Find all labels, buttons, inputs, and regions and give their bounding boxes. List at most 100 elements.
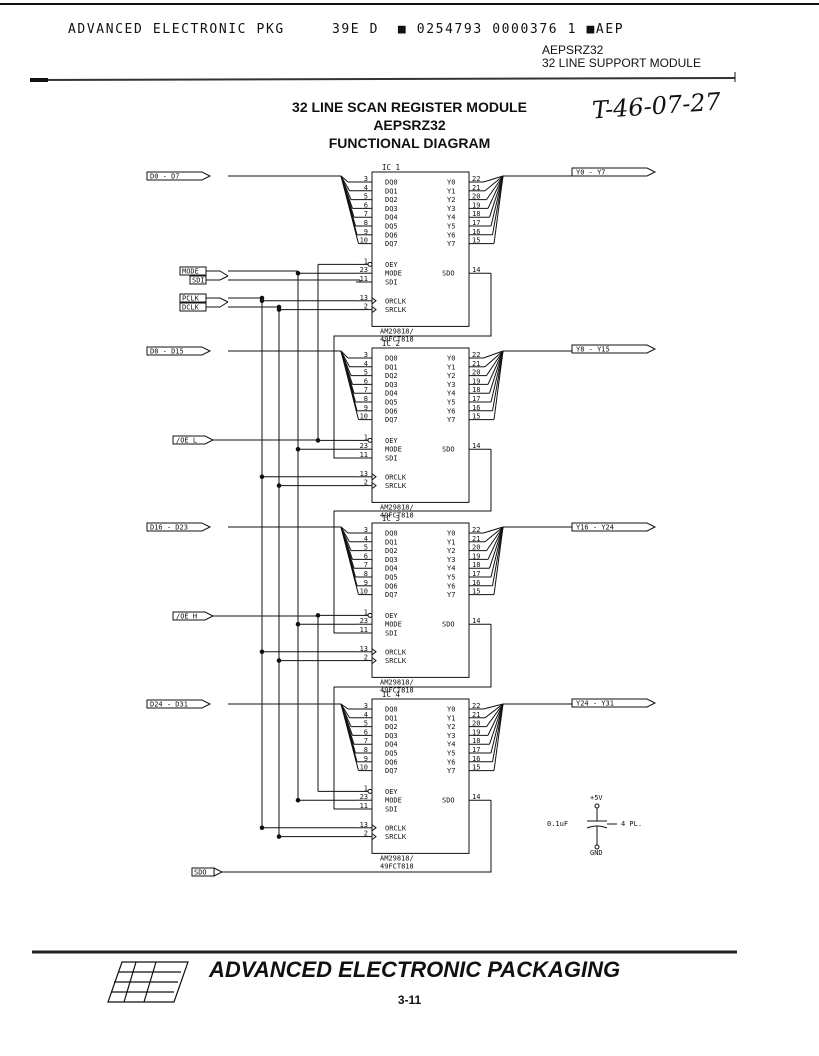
output-y24-y31-label: Y24 - Y31	[576, 700, 614, 708]
pin-num: 2	[364, 303, 368, 311]
pin-num: 9	[364, 579, 368, 587]
header-rule-mark	[30, 78, 48, 82]
pin-num: 13	[360, 645, 368, 653]
bus-fan	[340, 175, 359, 244]
pin-dq0: DQ0	[385, 706, 398, 714]
pin-dq1: DQ1	[385, 714, 398, 722]
pin-num: 6	[364, 728, 368, 736]
clk-edge	[371, 824, 377, 832]
pin-y3: Y3	[447, 556, 455, 564]
input-pclk-label: PCLK	[182, 295, 200, 303]
bus-fan	[484, 175, 504, 192]
pin-srclk: SRCLK	[385, 482, 407, 490]
bus-fan	[484, 703, 504, 719]
pin-y2: Y2	[447, 547, 455, 555]
pin-orclk: ORCLK	[385, 297, 407, 305]
pin-dq1: DQ1	[385, 363, 398, 371]
cap-qty: 4 PL.	[621, 820, 642, 828]
pin-num: 1	[364, 784, 368, 792]
input-d8-d15-label: D8 - D15	[150, 348, 184, 356]
ic-name: IC 2	[382, 339, 400, 348]
pin-dq6: DQ6	[385, 231, 398, 239]
pin-dq5: DQ5	[385, 574, 398, 582]
pin-sdi: SDI	[385, 279, 398, 287]
junction-dot	[315, 438, 321, 443]
pin-num: 3	[364, 526, 368, 534]
pin-num: 5	[364, 544, 368, 552]
pin-y4: Y4	[447, 390, 455, 398]
pin-num: 18	[472, 386, 480, 394]
bus-fan	[484, 526, 504, 543]
pin-num: 18	[472, 210, 480, 218]
pin-oey: OEY	[385, 612, 398, 620]
pin-num: 21	[472, 360, 480, 368]
pin-dq2: DQ2	[385, 372, 398, 380]
pin-num: 19	[472, 728, 480, 736]
input-d0-d7-label: D0 - D7	[150, 173, 180, 181]
bus-fan	[486, 350, 504, 376]
input-oe-h-connector	[172, 611, 215, 621]
pin-num: 20	[472, 193, 480, 201]
pin-sdi: SDI	[385, 455, 398, 463]
bus-fan	[487, 703, 504, 736]
pin-num: 11	[360, 451, 368, 459]
pin-dq7: DQ7	[385, 416, 398, 424]
pin-num: 3	[364, 351, 368, 359]
pin-num: 1	[364, 433, 368, 441]
pin-num: 13	[360, 294, 368, 302]
pin-sdi: SDI	[385, 806, 398, 814]
ic-body	[371, 698, 470, 854]
pin-dq1: DQ1	[385, 187, 398, 195]
bus-fan	[490, 703, 504, 754]
input-d0-d7-connector	[146, 171, 212, 181]
input-mode-box	[179, 266, 207, 276]
sdo-arrow	[213, 867, 224, 877]
pin-y2: Y2	[447, 372, 455, 380]
pin-num: 13	[360, 821, 368, 829]
doc-id: AEPSRZ32	[542, 43, 604, 57]
pin-y6: Y6	[447, 582, 455, 590]
header-rule	[29, 77, 736, 81]
pin-srclk: SRCLK	[385, 657, 407, 665]
pin-y3: Y3	[447, 205, 455, 213]
pin-dq2: DQ2	[385, 547, 398, 555]
ic-body	[371, 522, 470, 678]
bus-fan	[490, 526, 504, 578]
bus-fan	[493, 350, 504, 420]
pin-num: 23	[360, 617, 368, 625]
pin-y6: Y6	[447, 758, 455, 766]
pin-dq5: DQ5	[385, 399, 398, 407]
pin-y7: Y7	[447, 591, 455, 599]
pin-dq3: DQ3	[385, 381, 398, 389]
pin-num: 1	[364, 608, 368, 616]
pin-num: 15	[472, 588, 480, 596]
bus-fan	[484, 350, 504, 368]
bus-fan	[493, 526, 504, 595]
pin-num: 17	[472, 395, 480, 403]
output-y0-y7-connector	[571, 167, 657, 177]
clk-edge	[371, 473, 377, 481]
pin-num: 18	[472, 561, 480, 569]
pin-num: 22	[472, 351, 480, 359]
oe-bubble	[367, 788, 373, 794]
output-y16-y24-connector	[571, 522, 657, 532]
ic-part-1: AM29818/	[380, 503, 414, 511]
pin-num: 22	[472, 702, 480, 710]
output-y8-y15-label: Y8 - Y15	[576, 346, 610, 354]
pin-num: 21	[472, 184, 480, 192]
pin-dq6: DQ6	[385, 582, 398, 590]
bus-fan	[486, 526, 504, 551]
pin-dq5: DQ5	[385, 750, 398, 758]
oe-bubble	[367, 261, 373, 267]
input-oe-l-label: /OE L	[176, 437, 197, 445]
cap-value: 0.1uF	[547, 820, 568, 828]
pin-y1: Y1	[447, 187, 455, 195]
pin-dq3: DQ3	[385, 205, 398, 213]
pin-dq3: DQ3	[385, 556, 398, 564]
pin-num: 17	[472, 219, 480, 227]
bus-fan	[493, 703, 504, 771]
pin-num: 16	[472, 404, 480, 412]
clk-edge	[371, 306, 377, 314]
